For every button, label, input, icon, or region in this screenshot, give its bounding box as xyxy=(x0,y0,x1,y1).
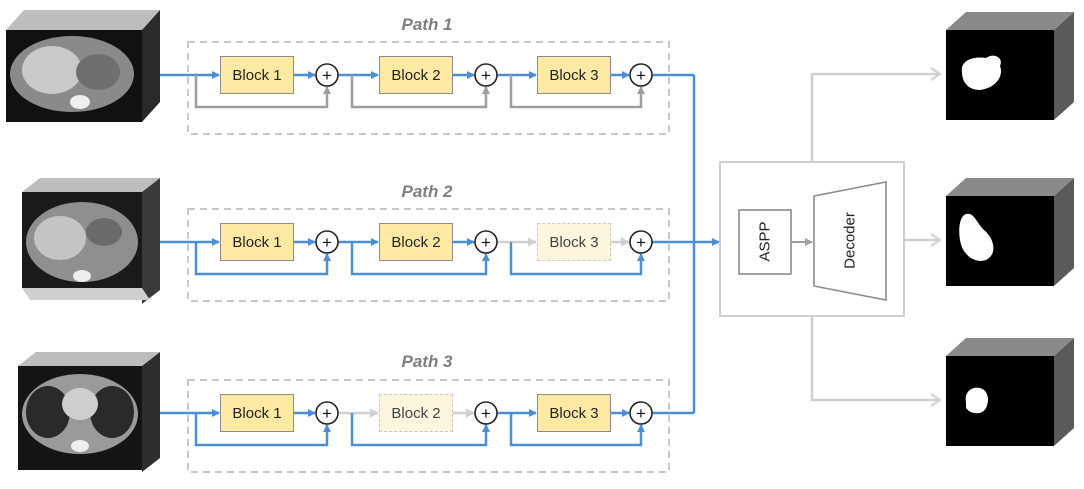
skip-connection-2 xyxy=(194,75,331,109)
sum-node-plus: + xyxy=(322,404,332,423)
skip-connection-26 xyxy=(509,413,645,447)
skip-connection-20 xyxy=(194,413,331,447)
sum-node-circle xyxy=(629,401,653,425)
path-frame-2 xyxy=(187,208,670,302)
path-1-block-1: Block 1 xyxy=(220,56,294,94)
sum-nodes: + + + + + + + + + xyxy=(315,63,653,425)
path-2-title: Path 2 xyxy=(401,182,453,201)
segmentation-mask-2 xyxy=(946,178,1074,286)
path-2-block-2: Block 2 xyxy=(379,223,453,261)
sum-node-plus: + xyxy=(636,233,646,252)
path-3-block-2: Block 2 xyxy=(379,394,453,432)
sum-node-plus: + xyxy=(481,66,491,85)
sum-node-plus: + xyxy=(481,404,491,423)
path-frame-3 xyxy=(187,379,670,473)
sum-node-circle xyxy=(315,230,339,254)
path-3-block-1: Block 1 xyxy=(220,394,294,432)
sum-node-plus: + xyxy=(322,66,332,85)
path-2-block-3: Block 3 xyxy=(537,223,611,261)
aspp-box xyxy=(738,209,792,275)
decoder-trapezoid xyxy=(813,181,887,301)
sum-node-plus: + xyxy=(322,233,332,252)
segmentation-mask-3 xyxy=(946,338,1074,446)
path-1-block-3: Block 3 xyxy=(537,56,611,94)
sum-node-plus: + xyxy=(481,233,491,252)
path-3-block-3: Block 3 xyxy=(537,394,611,432)
ct-scan-input-2 xyxy=(22,178,160,304)
ct-scan-input-3 xyxy=(18,352,160,472)
segmentation-mask-1 xyxy=(946,12,1074,120)
path-1-block-2: Block 2 xyxy=(379,56,453,94)
sum-node-circle xyxy=(474,401,498,425)
skip-connection-11 xyxy=(194,242,331,276)
skip-connection-5 xyxy=(350,75,490,109)
flow-arrows xyxy=(160,71,720,447)
sum-node-circle xyxy=(474,230,498,254)
ct-scan-input-1 xyxy=(6,10,160,122)
path-2-block-1: Block 1 xyxy=(220,223,294,261)
decoder-label: Decoder xyxy=(841,212,859,269)
skip-connection-23 xyxy=(350,413,490,447)
sum-node-circle xyxy=(629,63,653,87)
aspp-label: ASPP xyxy=(756,221,774,262)
skip-connection-14 xyxy=(350,242,490,276)
path-frame-1 xyxy=(187,41,670,135)
path-1-title: Path 1 xyxy=(401,15,453,34)
sum-node-plus: + xyxy=(636,404,646,423)
path-3-title: Path 3 xyxy=(401,352,453,371)
sum-node-plus: + xyxy=(636,66,646,85)
sum-node-circle xyxy=(315,401,339,425)
sum-node-circle xyxy=(315,63,339,87)
sum-node-circle xyxy=(474,63,498,87)
skip-connection-17 xyxy=(509,242,645,276)
skip-connection-8 xyxy=(509,75,645,109)
sum-node-circle xyxy=(629,230,653,254)
